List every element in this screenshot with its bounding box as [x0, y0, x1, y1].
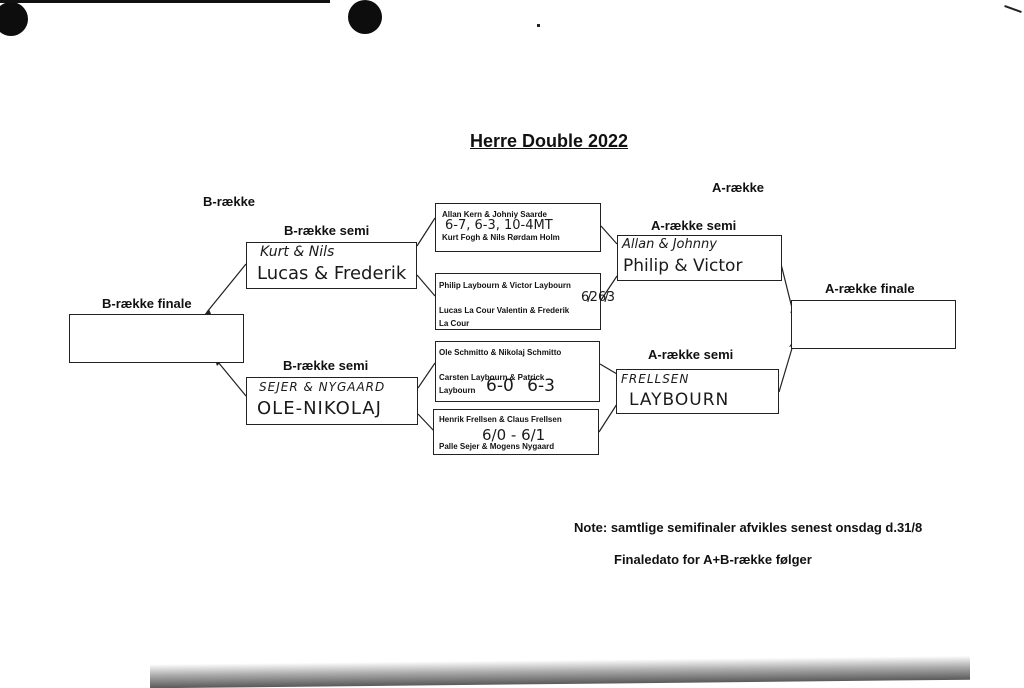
- match-team-2-cont: Laybourn: [439, 386, 476, 395]
- match-team-2: Palle Sejer & Mogens Nygaard: [439, 442, 555, 451]
- a-semi-bottom-label: A-række semi: [648, 347, 734, 362]
- match-team-2: Lucas La Cour Valentin & Frederik: [439, 306, 570, 315]
- a-section-heading: A-række: [712, 180, 765, 195]
- handwritten-team: Allan & Johnny: [622, 237, 717, 252]
- match-team-1: Philip Laybourn & Victor Laybourn: [439, 281, 571, 290]
- match-team-1: Allan Kern & Johniy Saarde: [442, 210, 547, 219]
- match-team-1: Henrik Frellsen & Claus Frellsen: [439, 415, 562, 424]
- a-semi-top-box: Allan & Johnny Philip & Victor: [617, 235, 782, 281]
- page-title: Herre Double 2022: [470, 131, 629, 151]
- scan-speck: [537, 24, 540, 27]
- handwritten-score: 6/0 - 6/1: [482, 426, 546, 444]
- punch-hole-left: [0, 2, 28, 36]
- handwritten-score: 6-0 6-3: [486, 376, 555, 396]
- match-team-2: Carsten Laybourn & Patrick: [439, 373, 545, 382]
- handwritten-team: LAYBOURN: [629, 390, 730, 410]
- b-section-heading: B-række: [203, 194, 256, 209]
- handwritten-score: 6-7, 6-3, 10-4MT: [445, 218, 553, 233]
- handwritten-team: Philip & Victor: [623, 256, 743, 276]
- b-semi-bottom-box: SEJER & NYGAARD OLE-NIKOLAJ: [246, 377, 418, 425]
- match-box-2: Philip Laybourn & Victor Laybourn Lucas …: [435, 273, 615, 330]
- handwritten-team: Kurt & Nils: [260, 244, 335, 260]
- scan-edge-line: [0, 0, 330, 3]
- handwritten-team: Lucas & Frederik: [257, 263, 407, 284]
- b-semi-top-box: Kurt & Nils Lucas & Frederik: [246, 242, 417, 289]
- b-finale-box: [69, 314, 244, 363]
- match-team-1: Ole Schmitto & Nikolaj Schmitto: [439, 348, 562, 357]
- handwritten-team: SEJER & NYGAARD: [259, 380, 386, 394]
- match-box-3: Ole Schmitto & Nikolaj Schmitto Carsten …: [435, 341, 600, 402]
- match-box-1: Allan Kern & Johniy Saarde Kurt Fogh & N…: [435, 203, 601, 252]
- handwritten-team: FRELLSEN: [621, 372, 690, 386]
- note-line-2: Finaledato for A+B-række følger: [614, 552, 812, 567]
- b-finale-label: B-række finale: [102, 296, 192, 311]
- b-semi-bottom-label: B-række semi: [283, 358, 369, 373]
- handwritten-score: 6/2 6/3: [581, 290, 615, 305]
- match-team-2: Kurt Fogh & Nils Rørdam Holm: [442, 233, 560, 242]
- a-semi-top-label: A-række semi: [651, 218, 737, 233]
- match-box-4: Henrik Frellsen & Claus Frellsen Palle S…: [433, 409, 599, 455]
- punch-hole-right: [348, 0, 382, 34]
- handwritten-team: OLE-NIKOLAJ: [257, 398, 382, 419]
- a-finale-label: A-række finale: [825, 281, 915, 296]
- match-team-2-cont: La Cour: [439, 319, 470, 328]
- a-semi-bottom-box: FRELLSEN LAYBOURN: [616, 369, 779, 414]
- note-line-1: Note: samtlige semifinaler afvikles sene…: [574, 520, 923, 535]
- a-finale-box: [791, 300, 956, 349]
- b-semi-top-label: B-række semi: [284, 223, 370, 238]
